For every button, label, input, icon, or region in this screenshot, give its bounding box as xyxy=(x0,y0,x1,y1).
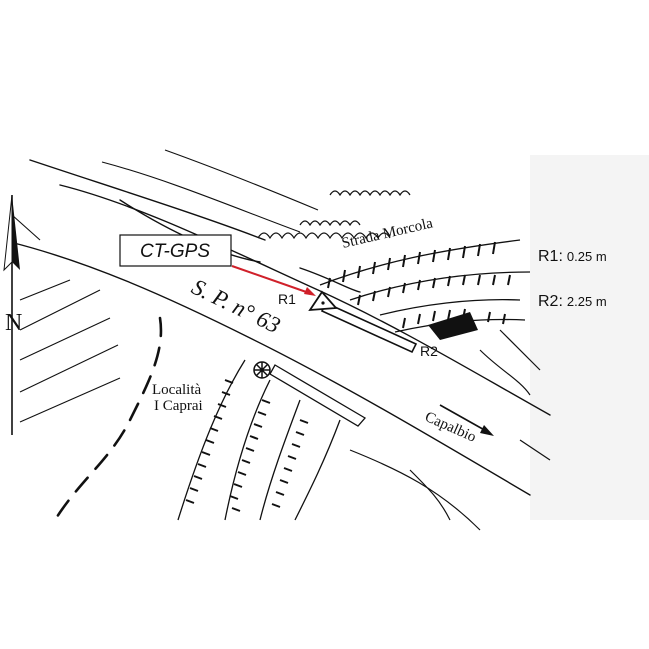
field-line xyxy=(19,289,101,331)
road-edge-south xyxy=(9,241,531,496)
north-arrow-icon xyxy=(3,194,20,435)
hatch-strokes-upper xyxy=(327,241,496,289)
side-road-edge xyxy=(379,299,521,316)
field-line xyxy=(19,344,119,393)
legend-key: R2: xyxy=(538,293,563,310)
legend-row-r1: R1:0.25 m xyxy=(538,248,607,266)
hatch-right xyxy=(271,419,309,508)
field-edge xyxy=(29,159,266,241)
driveway-edge xyxy=(224,379,271,521)
scribble-row xyxy=(299,220,361,227)
field-curve xyxy=(349,449,481,531)
legend-value: 0.25 m xyxy=(566,249,607,264)
hatch-left xyxy=(185,379,234,504)
verge-line xyxy=(299,267,361,293)
dashed-boundary-line xyxy=(53,316,163,522)
lower-right-curves xyxy=(349,329,551,531)
field-line xyxy=(164,149,319,211)
legend-panel xyxy=(530,155,649,520)
direction-arrow-icon xyxy=(439,404,494,436)
hatch-middle xyxy=(229,399,271,512)
r2-tag: R2 xyxy=(420,343,438,359)
tree-icon xyxy=(253,361,271,379)
field-line xyxy=(101,161,301,233)
side-road-edge xyxy=(349,271,531,301)
triangle-station-icon xyxy=(308,290,338,312)
field-line xyxy=(19,377,121,423)
field-curve xyxy=(519,439,551,461)
field-hatching xyxy=(11,149,319,423)
legend-row-r2: R2:2.25 m xyxy=(538,293,607,311)
side-road-edge xyxy=(319,239,521,286)
field-line xyxy=(19,317,111,361)
field-line xyxy=(19,279,71,301)
locality-label-line1: Località xyxy=(152,382,201,398)
dark-building xyxy=(428,312,478,340)
vegetation-scribble xyxy=(257,190,411,240)
r1-tag: R1 xyxy=(278,291,296,307)
lower-driveway xyxy=(177,359,367,521)
field-curve xyxy=(409,469,451,521)
field-curve xyxy=(499,329,541,371)
field-line xyxy=(11,214,41,241)
pointer-line xyxy=(231,265,313,295)
driveway-bar xyxy=(269,364,367,427)
scribble-row xyxy=(257,232,391,240)
scribble-row xyxy=(329,190,411,197)
hatch-strokes-lower xyxy=(357,274,511,306)
locality-label-line2: I Caprai xyxy=(154,398,203,414)
station-label: CT-GPS xyxy=(140,241,210,262)
legend-key: R1: xyxy=(538,248,563,265)
driveway-edge xyxy=(294,419,341,521)
driveway-edge xyxy=(259,399,301,521)
driveway-hatch xyxy=(185,379,309,512)
main-road xyxy=(9,159,551,496)
side-road-hatch xyxy=(327,241,511,329)
pointer-arrowhead xyxy=(304,287,316,296)
north-label: N xyxy=(5,310,22,336)
dashed-boundary xyxy=(53,316,163,522)
legend-value: 2.25 m xyxy=(566,294,607,309)
field-curve xyxy=(479,349,531,396)
station-callout-box xyxy=(119,234,232,267)
